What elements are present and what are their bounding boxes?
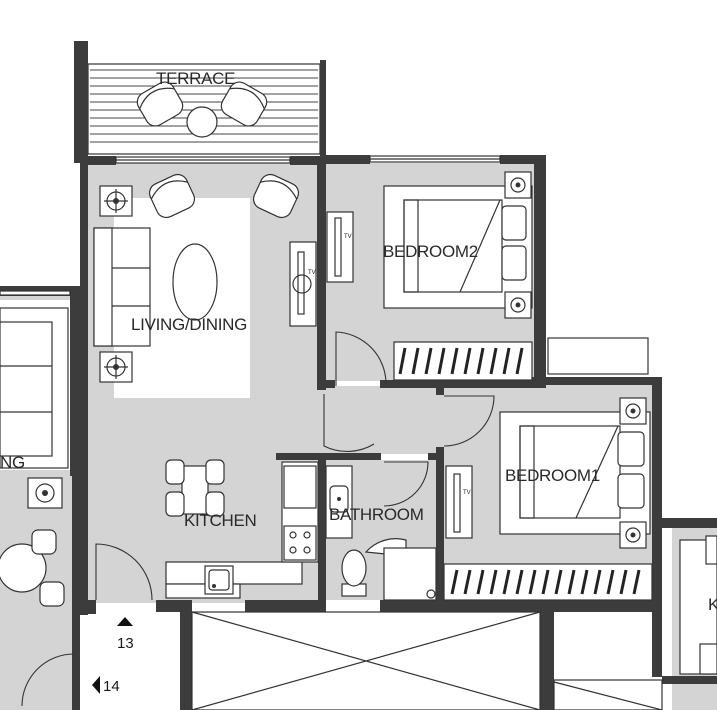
wardrobe-hanger [528, 569, 537, 595]
wardrobe-hanger [606, 569, 615, 595]
wardrobe-hanger [515, 347, 524, 375]
unit-13-label: 13 [117, 635, 134, 652]
wardrobe-hanger [502, 347, 511, 375]
wardrobe-bedroom1 [443, 563, 653, 601]
unit-14-label: 14 [103, 678, 120, 695]
wardrobe-hanger [580, 569, 589, 595]
room-label-right-partial: K [708, 595, 717, 614]
wardrobe-hanger [450, 347, 459, 375]
wardrobe-hanger [476, 347, 485, 375]
armchair-right [252, 173, 300, 219]
common-area [191, 611, 663, 710]
stove [283, 525, 317, 561]
kitchen-fixtures [95, 461, 319, 601]
wardrobe-hanger [476, 569, 485, 595]
tv-label-bedroom1: TV [463, 490, 471, 496]
wardrobe-hanger [632, 569, 641, 595]
room-label-left-partial: NG [0, 453, 25, 472]
bedroom2-furniture: TV [326, 171, 533, 386]
coffee-table [172, 243, 218, 321]
wardrobe-hanger [489, 569, 498, 595]
dining-table [165, 459, 225, 517]
room-label-living-dining: LIVING/DINING [131, 315, 247, 334]
wardrobe-hanger [515, 569, 524, 595]
wardrobe-hanger [489, 347, 498, 375]
unit-marker-13: 13 [117, 617, 134, 652]
wardrobe-hanger [541, 569, 550, 595]
sofa [93, 227, 151, 347]
wardrobe-hanger [411, 347, 420, 375]
wardrobe-hanger [424, 347, 433, 375]
windows [0, 155, 649, 375]
terrace-furniture [136, 81, 268, 138]
tv-label-living: TV [308, 270, 316, 276]
toilet [341, 549, 367, 597]
right-unit-furniture [679, 535, 717, 675]
lamp-bottom [99, 351, 133, 383]
corridor-floor [320, 386, 442, 454]
wardrobe-hanger [502, 569, 511, 595]
wardrobe-hanger [554, 569, 563, 595]
walls [0, 41, 717, 710]
wardrobe-hanger [463, 569, 472, 595]
room-label-bedroom1: BEDROOM1 [505, 466, 600, 485]
wardrobe-hanger [567, 569, 576, 595]
room-label-bedroom2: BEDROOM2 [383, 242, 478, 261]
bedroom1-furniture: TV [443, 397, 653, 601]
room-label-bathroom: BATHROOM [329, 505, 424, 524]
lamp-top [99, 185, 133, 217]
unit-marker-14: 14 [92, 676, 120, 695]
wardrobe-hanger [450, 569, 459, 595]
room-label-kitchen: KITCHEN [184, 511, 257, 530]
living-furniture: TV [93, 173, 317, 517]
armchair-left [148, 173, 196, 219]
wardrobe-hanger [619, 569, 628, 595]
wardrobe-hanger [437, 347, 446, 375]
tv-unit-living: TV [289, 241, 317, 327]
wardrobe-hanger [463, 347, 472, 375]
wardrobe-hanger [398, 347, 407, 375]
room-label-terrace: TERRACE [156, 69, 235, 88]
wardrobe-hanger [593, 569, 602, 595]
bathroom-fixtures [323, 394, 495, 601]
tv-label-bedroom2: TV [344, 234, 352, 240]
left-unit-furniture [0, 307, 75, 707]
